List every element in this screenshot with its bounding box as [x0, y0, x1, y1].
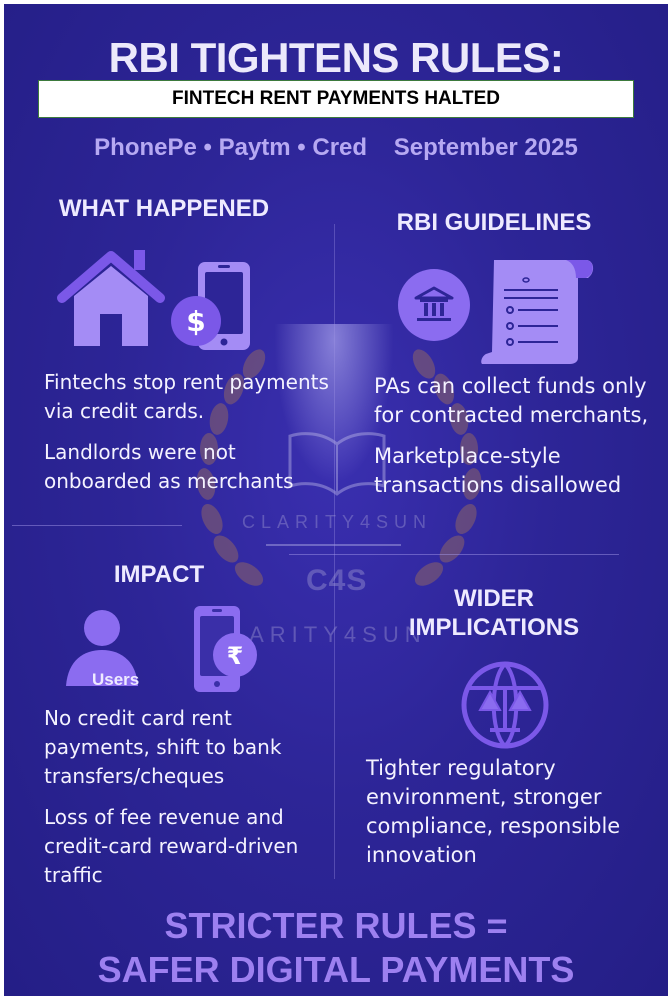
impact-point-2: Loss of fee revenue and credit-card rewa… — [44, 805, 299, 887]
date-label: September 2025 — [393, 134, 578, 161]
dollar-icon: $ — [171, 296, 221, 346]
divider-left — [12, 525, 182, 526]
users-label: Users — [92, 670, 140, 689]
rbi-guidelines-text: PAs can collect funds only for contracte… — [374, 372, 664, 512]
wider-implications-line1: WIDER — [454, 585, 534, 612]
user-icon — [66, 610, 138, 686]
divider-right — [289, 554, 619, 555]
what-happened-text: Fintechs stop rent payments via credit c… — [44, 368, 334, 508]
what-happened-point-1: Fintechs stop rent payments via credit c… — [44, 370, 329, 423]
footer-line-1: STRICTER RULES = — [164, 905, 508, 946]
document-scroll-icon — [481, 260, 594, 364]
house-icon — [57, 250, 165, 346]
footer-line-2: SAFER DIGITAL PAYMENTS — [97, 949, 575, 990]
page-title: RBI TIGHTENS RULES: — [108, 34, 564, 81]
section-heading-rbi-guidelines: RBI GUIDELINES — [396, 209, 592, 236]
bank-icon — [398, 269, 470, 341]
rupee-icon: ₹ — [213, 633, 257, 677]
wider-implications-text: Tighter regulatory environment, stronger… — [366, 754, 656, 882]
vertical-divider — [334, 224, 335, 879]
subtitle-banner: FINTECH RENT PAYMENTS HALTED — [38, 80, 634, 118]
svg-text:₹: ₹ — [227, 642, 244, 670]
laurel-wreath-icon — [196, 349, 482, 586]
section-heading-wider-implications: WIDER IMPLICATIONS — [394, 584, 594, 642]
infographic-poster: CLARITY4SUN C4S CLARITY4SUN RBI TIGHTENS… — [4, 4, 668, 996]
globe-scales-icon — [461, 661, 549, 749]
footer-tagline: STRICTER RULES = SAFER DIGITAL PAYMENTS — [4, 904, 668, 992]
companies-label: PhonePe • Paytm • Cred — [94, 134, 368, 161]
watermark-text: CLARITY4SUN — [242, 512, 433, 532]
wider-implications-point-1: Tighter regulatory environment, stronger… — [366, 756, 621, 867]
impact-point-1: No credit card rent payments, shift to b… — [44, 706, 282, 788]
open-book-icon — [288, 432, 386, 496]
rbi-guidelines-point-2: Marketplace-style transactions disallowe… — [374, 444, 622, 497]
watermark-underline — [266, 544, 401, 546]
svg-text:$: $ — [186, 305, 205, 338]
watermark-logo: C4S — [306, 564, 368, 597]
subline: PhonePe • Paytm • Cred September 2025 — [4, 134, 668, 162]
wider-implications-line2: IMPLICATIONS — [408, 614, 580, 641]
section-heading-impact: IMPACT — [113, 561, 205, 588]
impact-text: No credit card rent payments, shift to b… — [44, 704, 334, 902]
spotlight-glow — [274, 324, 394, 484]
what-happened-point-2: Landlords were not onboarded as merchant… — [44, 440, 294, 493]
section-heading-what-happened: WHAT HAPPENED — [58, 195, 270, 222]
rbi-guidelines-point-1: PAs can collect funds only for contracte… — [374, 374, 649, 427]
